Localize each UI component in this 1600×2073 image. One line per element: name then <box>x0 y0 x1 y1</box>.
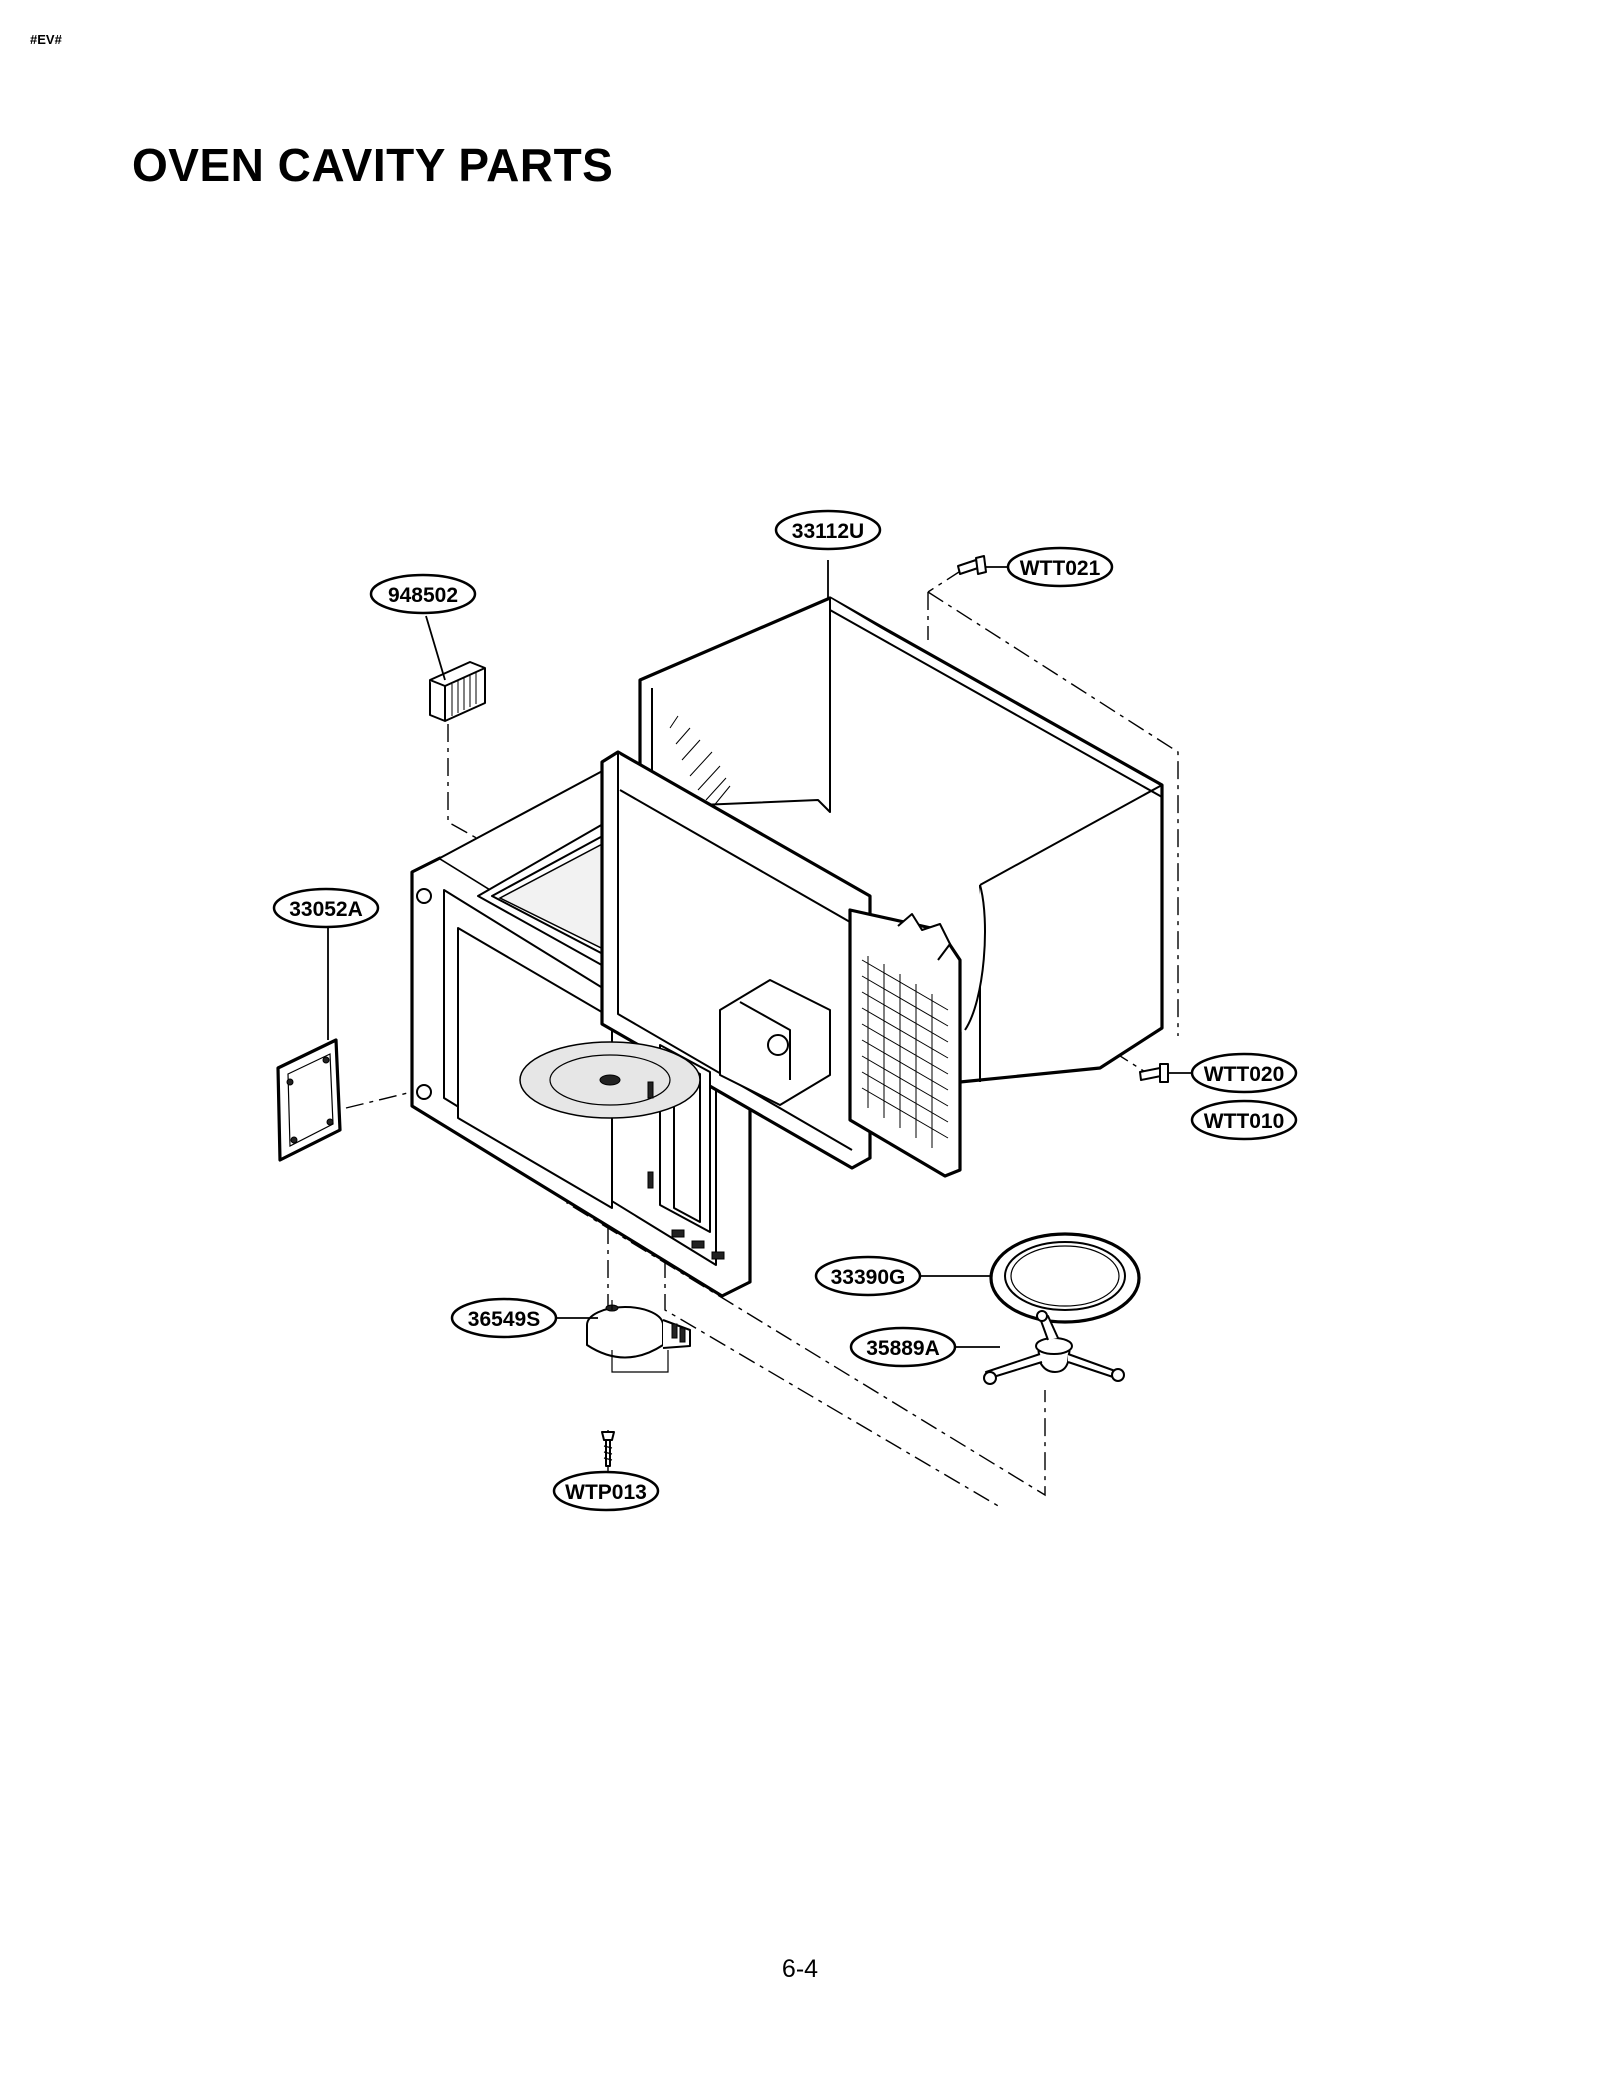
callout-motor: 36549S <box>450 1297 558 1339</box>
callout-text: 33390G <box>831 1266 906 1289</box>
outer-case-part <box>638 596 1164 1084</box>
page-number: 6-4 <box>781 1955 819 1983</box>
callout-text: 948502 <box>388 584 458 607</box>
cover-plate-part <box>276 1038 342 1162</box>
callout-filter-block: 948502 <box>369 573 477 615</box>
filter-block-part <box>429 661 486 722</box>
callout-cover-plate: 33052A <box>272 887 380 929</box>
callout-glass-tray: 33390G <box>814 1255 922 1297</box>
screw-rear-part <box>1139 1063 1169 1083</box>
screw-top-part <box>957 555 987 575</box>
callout-text: WTT020 <box>1204 1063 1285 1086</box>
callout-text: WTT010 <box>1204 1110 1285 1133</box>
callout-screw-bottom: WTP013 <box>552 1470 660 1512</box>
callout-text: 33052A <box>289 898 363 921</box>
callout-text: 35889A <box>866 1337 940 1360</box>
callout-screw-rear-b: WTT010 <box>1190 1099 1298 1141</box>
callout-text: 36549S <box>468 1308 540 1331</box>
callout-screw-top: WTT021 <box>1006 546 1114 588</box>
leader-lines <box>327 560 1192 1348</box>
screw-bottom-part <box>601 1431 615 1467</box>
turntable-motor-part <box>586 1300 691 1373</box>
callout-text: WTP013 <box>565 1481 647 1504</box>
callout-text: 33112U <box>792 520 864 543</box>
callout-roller-guide: 35889A <box>849 1326 957 1368</box>
header-tag: #EV# <box>30 32 62 47</box>
page-title: OVEN CAVITY PARTS <box>132 139 614 191</box>
callout-outer-case: 33112U <box>774 509 882 551</box>
glass-tray-part <box>989 1232 1141 1324</box>
callout-screw-rear-a: WTT020 <box>1190 1052 1298 1094</box>
callout-text: WTT021 <box>1020 557 1101 580</box>
roller-guide-part <box>983 1310 1125 1385</box>
oven-cavity-part <box>410 750 962 1298</box>
